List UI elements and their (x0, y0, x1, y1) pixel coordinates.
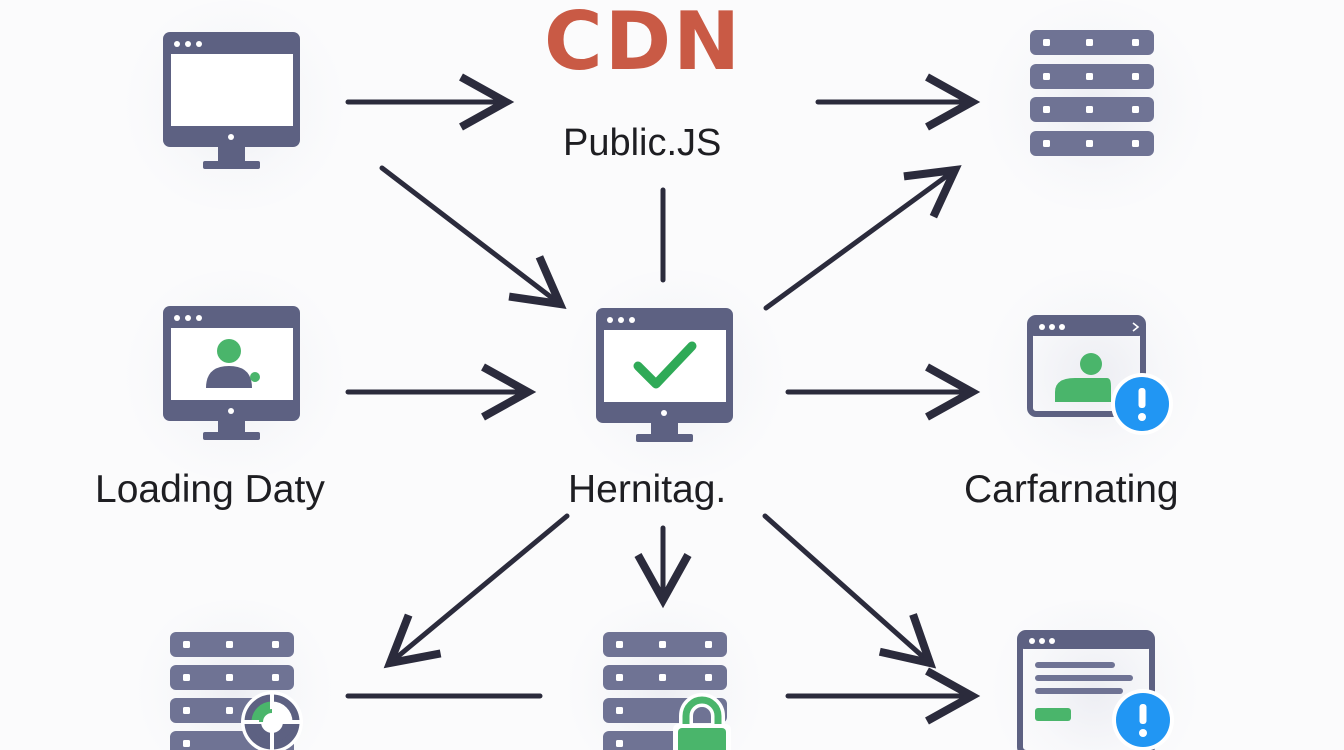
diagram-title: CDN (544, 0, 743, 88)
arrow-center-to-bottom-right (762, 513, 937, 669)
form-alert-window-icon (1017, 630, 1174, 750)
monitor-icon (163, 32, 300, 169)
center-node-label: Hernitag. (568, 468, 727, 511)
user-alert-window-icon (1027, 315, 1173, 435)
connectors (345, 73, 981, 725)
right-node-label: Carfarnating (964, 468, 1179, 511)
server-icon (1030, 30, 1154, 156)
arrow-center-to-bottom-left (383, 513, 570, 669)
user-monitor-icon (163, 306, 300, 440)
server-lock-icon (603, 632, 731, 750)
glow-mid-right (980, 270, 1210, 480)
server-pie-icon (170, 632, 303, 750)
check-monitor-icon (596, 308, 733, 442)
arrow-center-to-top-right (763, 165, 962, 311)
public-js-label: Public.JS (563, 122, 722, 164)
loading-data-label: Loading Daty (95, 468, 325, 511)
arrow-top-left-to-center (379, 165, 567, 310)
